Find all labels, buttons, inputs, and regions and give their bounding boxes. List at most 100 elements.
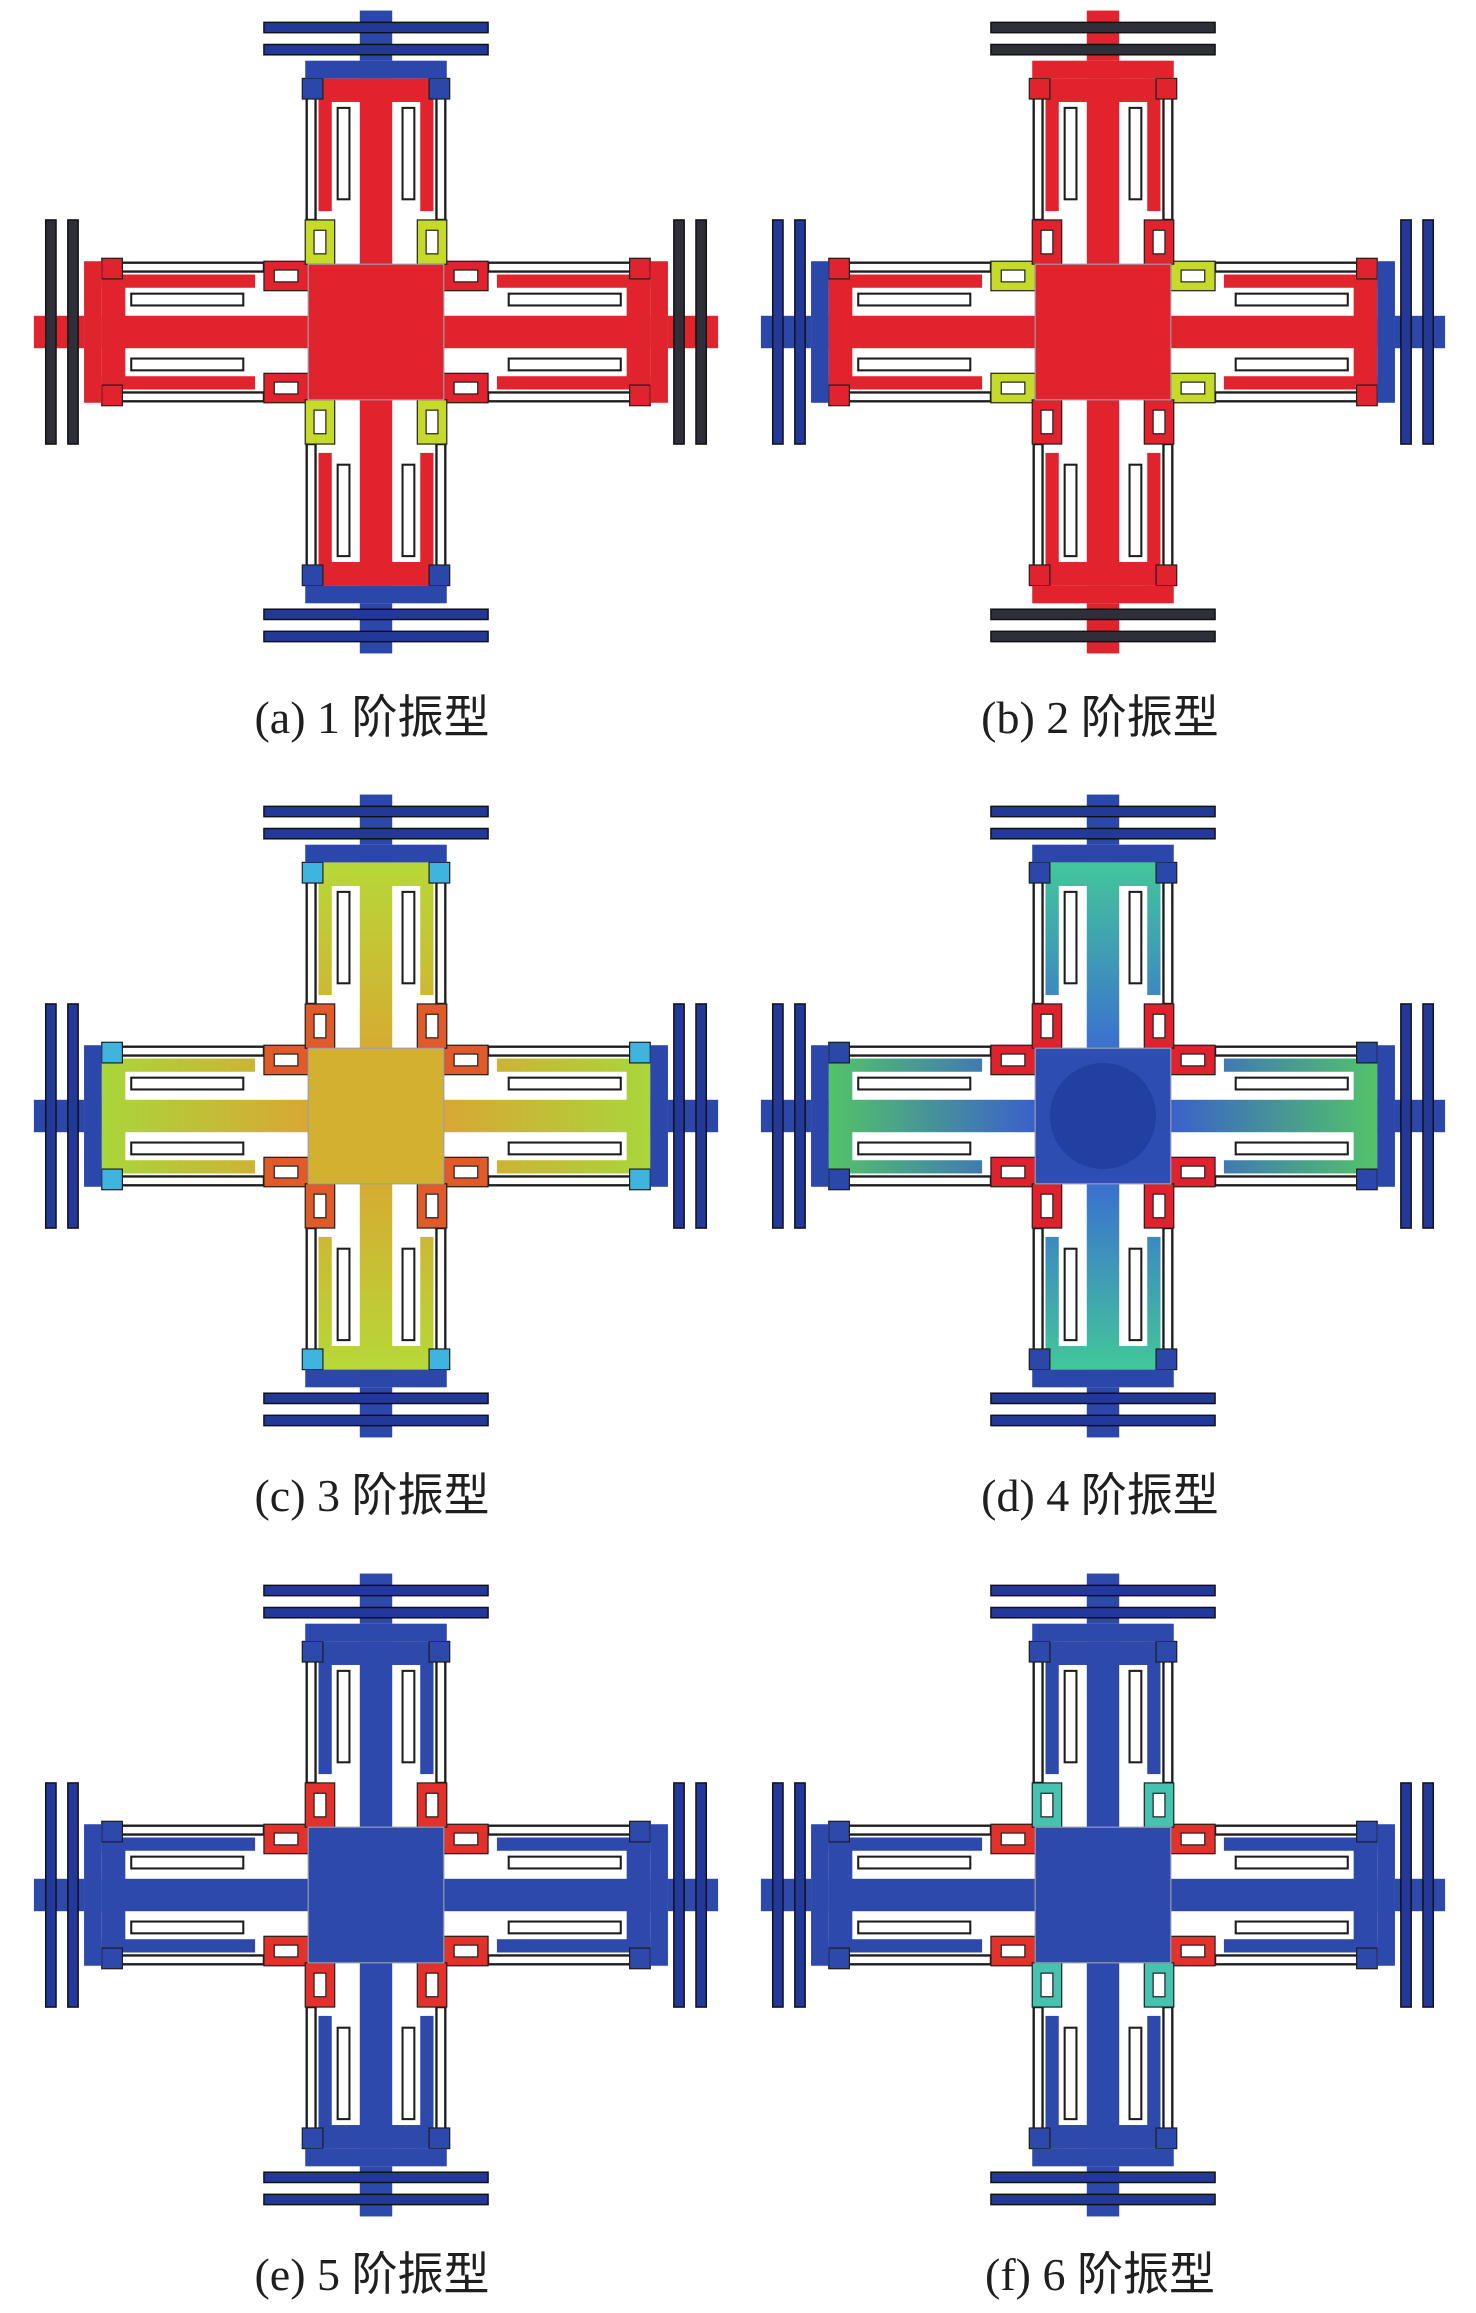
flexure-beam (1032, 864, 1044, 1006)
arm-rail (420, 1236, 434, 1370)
comb-electrode (990, 21, 1216, 34)
flexure-beam (103, 391, 266, 403)
anchor-frame (1032, 2148, 1174, 2167)
outer-hinge (1356, 1820, 1378, 1843)
arm-center-bar (359, 78, 393, 268)
flexure-beam (305, 2005, 317, 2147)
arm-end-post (318, 2125, 434, 2149)
comb-electrode (990, 43, 1216, 56)
slot-beam (336, 890, 351, 985)
slot-beam (1234, 357, 1349, 372)
top-arm (263, 10, 489, 268)
flexure-beam (103, 1954, 266, 1966)
arm-rail (101, 1939, 256, 1953)
proof-mass (307, 263, 445, 401)
anchor-frame (84, 261, 102, 403)
inner-hinge-notch (425, 1792, 439, 1818)
flexure-beam (305, 1643, 317, 1785)
arm-rail (828, 1058, 983, 1072)
arm-rail (496, 1058, 651, 1072)
anchor-frame (1377, 1824, 1395, 1966)
outer-hinge (1356, 384, 1378, 407)
arm-center-bar (101, 1878, 312, 1912)
comb-electrode (263, 1606, 489, 1619)
outer-hinge (1356, 1947, 1378, 1970)
inner-hinge-notch (453, 1165, 479, 1179)
anchor-frame (650, 261, 668, 403)
arm-rail (101, 1058, 256, 1072)
slot-beam (1128, 1669, 1143, 1764)
slot-beam (401, 1247, 416, 1342)
comb-electrode (990, 1414, 1216, 1427)
top-arm (990, 10, 1216, 268)
outer-hinge (301, 1348, 324, 1371)
inner-hinge-notch (273, 269, 299, 283)
outer-hinge (629, 1041, 651, 1064)
arm-rail (101, 274, 256, 288)
comb-electrode (673, 1003, 685, 1229)
comb-electrode (263, 827, 489, 840)
anchor-frame (1032, 1623, 1174, 1642)
inner-hinge-notch (1180, 1944, 1206, 1958)
arm-rail (1045, 1641, 1059, 1775)
arm-end-post (101, 1058, 126, 1174)
inner-hinge-notch (1040, 1972, 1054, 1998)
slot-beam (130, 1920, 245, 1935)
bottom-arm (263, 396, 489, 654)
arm-end-post (101, 1837, 126, 1953)
flexure-beam (1162, 80, 1174, 222)
anchor-frame (650, 1824, 668, 1966)
outer-hinge (301, 1640, 324, 1663)
arm-rail (1045, 862, 1059, 996)
flexure-beam (830, 391, 993, 403)
comb-electrode (990, 2193, 1216, 2206)
arm-rail (318, 862, 332, 996)
panel-c: (c) 3 阶振型 (33, 794, 719, 1521)
inner-hinge-notch (453, 1832, 479, 1846)
arm-center-bar (1167, 1878, 1378, 1912)
right-arm (440, 1003, 719, 1229)
arm-end-post (626, 1837, 651, 1953)
arm-center-bar (1167, 315, 1378, 349)
outer-hinge (1356, 1168, 1378, 1191)
flexure-beam (305, 1226, 317, 1368)
arm-rail (420, 1641, 434, 1775)
arm-center-bar (359, 1959, 393, 2149)
proof-mass (1034, 1826, 1172, 1964)
proof-mass (1034, 263, 1172, 401)
caption-a: (a) 1 阶振型 (254, 692, 489, 743)
outer-hinge (428, 2127, 451, 2150)
inner-hinge-notch (453, 381, 479, 395)
flexure-beam (486, 391, 649, 403)
inner-hinge-notch (453, 1944, 479, 1958)
comb-electrode (990, 1606, 1216, 1619)
flexure-beam (486, 1824, 649, 1836)
outer-hinge (101, 1947, 123, 1970)
inner-hinge-notch (1000, 1165, 1026, 1179)
flexure-beam (435, 1643, 447, 1785)
slot-beam (1128, 106, 1143, 201)
comb-electrode (695, 1782, 708, 2008)
arm-center-bar (359, 862, 393, 1052)
left-arm (33, 1782, 312, 2008)
inner-hinge-notch (1180, 1053, 1206, 1067)
anchor-frame (811, 1824, 829, 1966)
inner-hinge-notch (1000, 269, 1026, 283)
arm-center-bar (359, 1641, 393, 1831)
inner-hinge-notch (273, 1944, 299, 1958)
slot-beam (401, 463, 416, 558)
inner-hinge-notch (1180, 381, 1206, 395)
slot-beam (130, 292, 245, 307)
arm-end-post (318, 78, 434, 102)
flexure-beam (830, 1824, 993, 1836)
comb-electrode (1400, 1003, 1412, 1229)
comb-electrode (263, 630, 489, 643)
outer-hinge (428, 1640, 451, 1663)
outer-hinge (1155, 861, 1178, 884)
flexure-beam (1213, 261, 1376, 273)
comb-electrode (1422, 1003, 1435, 1229)
anchor-frame (1032, 60, 1174, 79)
caption-d: (d) 4 阶振型 (981, 1470, 1219, 1521)
comb-electrode (794, 1782, 806, 2008)
panel-b: (b) 2 阶振型 (760, 10, 1446, 743)
